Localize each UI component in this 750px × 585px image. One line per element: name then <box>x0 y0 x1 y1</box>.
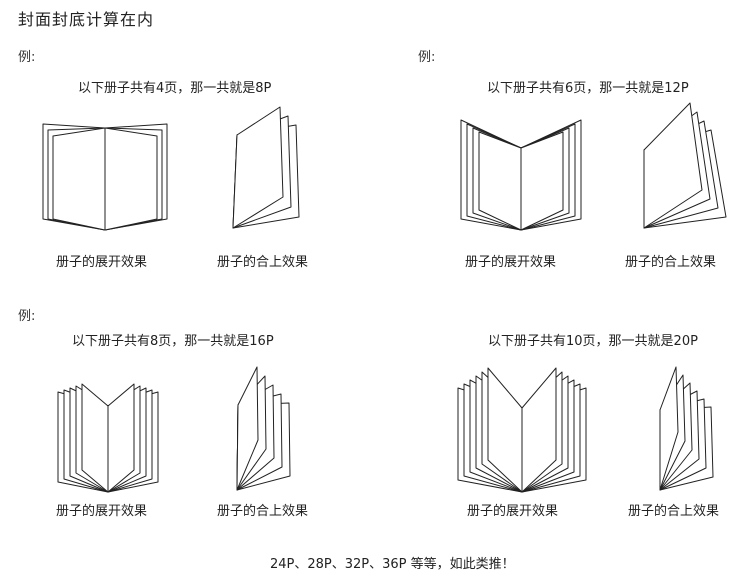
page-sheet <box>236 366 259 491</box>
example-2-label: 例: <box>418 50 436 65</box>
example-2-open-caption: 册子的展开效果 <box>465 255 557 270</box>
page-sheet <box>643 102 703 229</box>
example-3-open-caption: 册子的展开效果 <box>56 504 148 519</box>
example-3-closed-caption: 册子的合上效果 <box>217 504 309 519</box>
example-4-description: 以下册子共有10页，那一共就是20P <box>488 334 698 349</box>
example-4-open-booklet-icon <box>457 367 587 493</box>
page-sheet <box>659 366 679 491</box>
example-1-open-caption: 册子的展开效果 <box>56 255 148 270</box>
example-1-open-booklet-icon <box>42 123 168 231</box>
example-1-closed-booklet-icon <box>232 106 300 229</box>
page-sheet <box>107 383 135 493</box>
example-2-description: 以下册子共有6页，那一共就是12P <box>487 81 689 96</box>
page-sheet <box>521 367 557 493</box>
example-1-closed-caption: 册子的合上效果 <box>217 255 309 270</box>
example-3-open-booklet-icon <box>57 383 159 493</box>
example-1-label: 例: <box>18 50 36 65</box>
example-1-description: 以下册子共有4页，那一共就是8P <box>78 81 272 96</box>
footer-note: 24P、28P、32P、36P 等等，如此类推！ <box>270 557 515 572</box>
page-sheet <box>232 106 284 229</box>
page-sheet <box>104 127 158 231</box>
page-sheet <box>52 127 106 231</box>
example-2-open-booklet-icon <box>460 119 582 231</box>
example-3-closed-booklet-icon <box>236 366 291 491</box>
example-2-closed-caption: 册子的合上效果 <box>625 255 717 270</box>
example-3-description: 以下册子共有8页，那一共就是16P <box>72 334 274 349</box>
example-4-closed-caption: 册子的合上效果 <box>628 504 720 519</box>
example-4-closed-booklet-icon <box>659 366 714 491</box>
page-sheet <box>520 131 564 231</box>
example-3-label: 例: <box>18 309 36 324</box>
page-title: 封面封底计算在内 <box>18 10 155 29</box>
example-2-closed-booklet-icon <box>643 102 727 229</box>
example-4-open-caption: 册子的展开效果 <box>467 504 559 519</box>
